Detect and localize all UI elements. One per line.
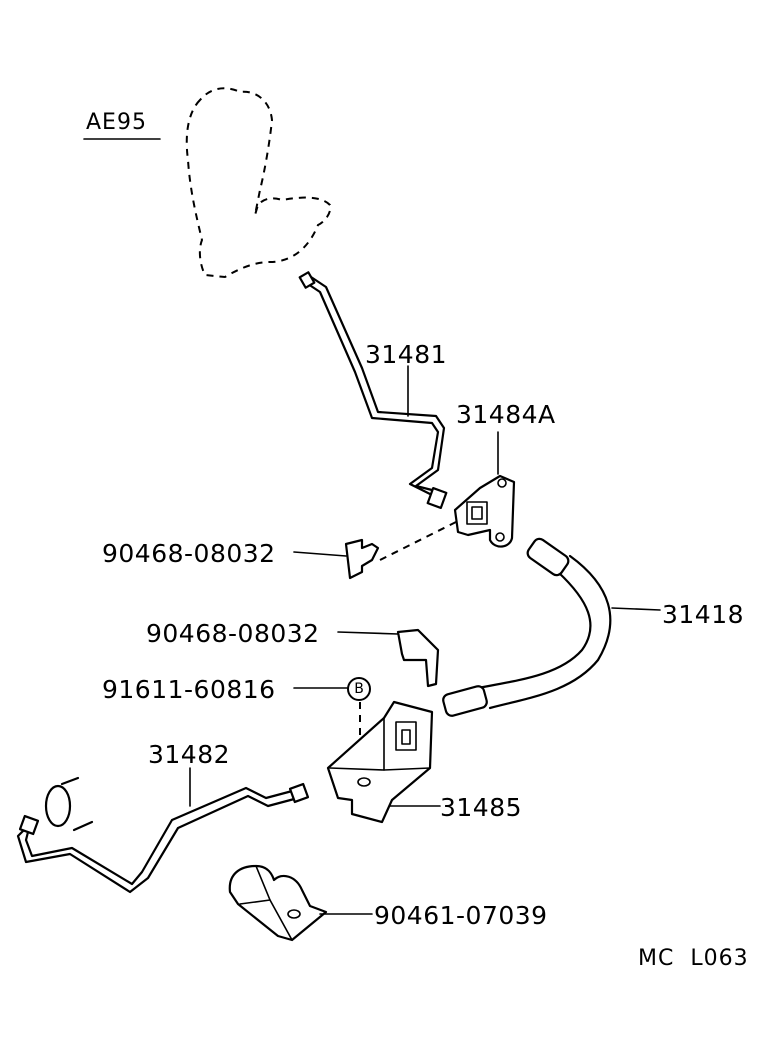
part-label-31418: 31418 [662,600,745,629]
part-label-31485: 31485 [440,793,523,822]
clip-90468-upper [344,538,380,580]
release-cylinder-stub [44,776,94,832]
part-label-90468-upper: 90468-08032 [102,539,276,568]
bolt-marker-b: B [347,677,371,701]
dashed-link-clip-bracket [379,521,457,561]
model-label: AE95 [86,110,147,135]
part-label-31481: 31481 [365,340,448,369]
leader-31418 [611,607,661,611]
leader-90468-lower [337,631,399,635]
clutch-line-31481 [298,271,448,510]
part-label-31482: 31482 [148,740,231,769]
clamp-90461 [228,864,328,942]
clip-90468-lower [396,628,440,688]
bolt-marker-letter: B [354,681,364,697]
flex-hose-31418 [442,537,612,717]
clutch-line-31482 [16,782,310,894]
part-label-90468-lower: 90468-08032 [146,619,320,648]
leader-90468-upper [293,551,347,557]
part-label-91611: 91611-60816 [102,675,276,704]
part-label-31484A: 31484A [456,400,556,429]
footer-code: MC L063 [638,946,749,971]
part-label-90461: 90461-07039 [374,901,548,930]
bracket-31484A [453,474,516,548]
master-cylinder-outline [185,87,332,279]
bracket-31485 [326,700,434,824]
